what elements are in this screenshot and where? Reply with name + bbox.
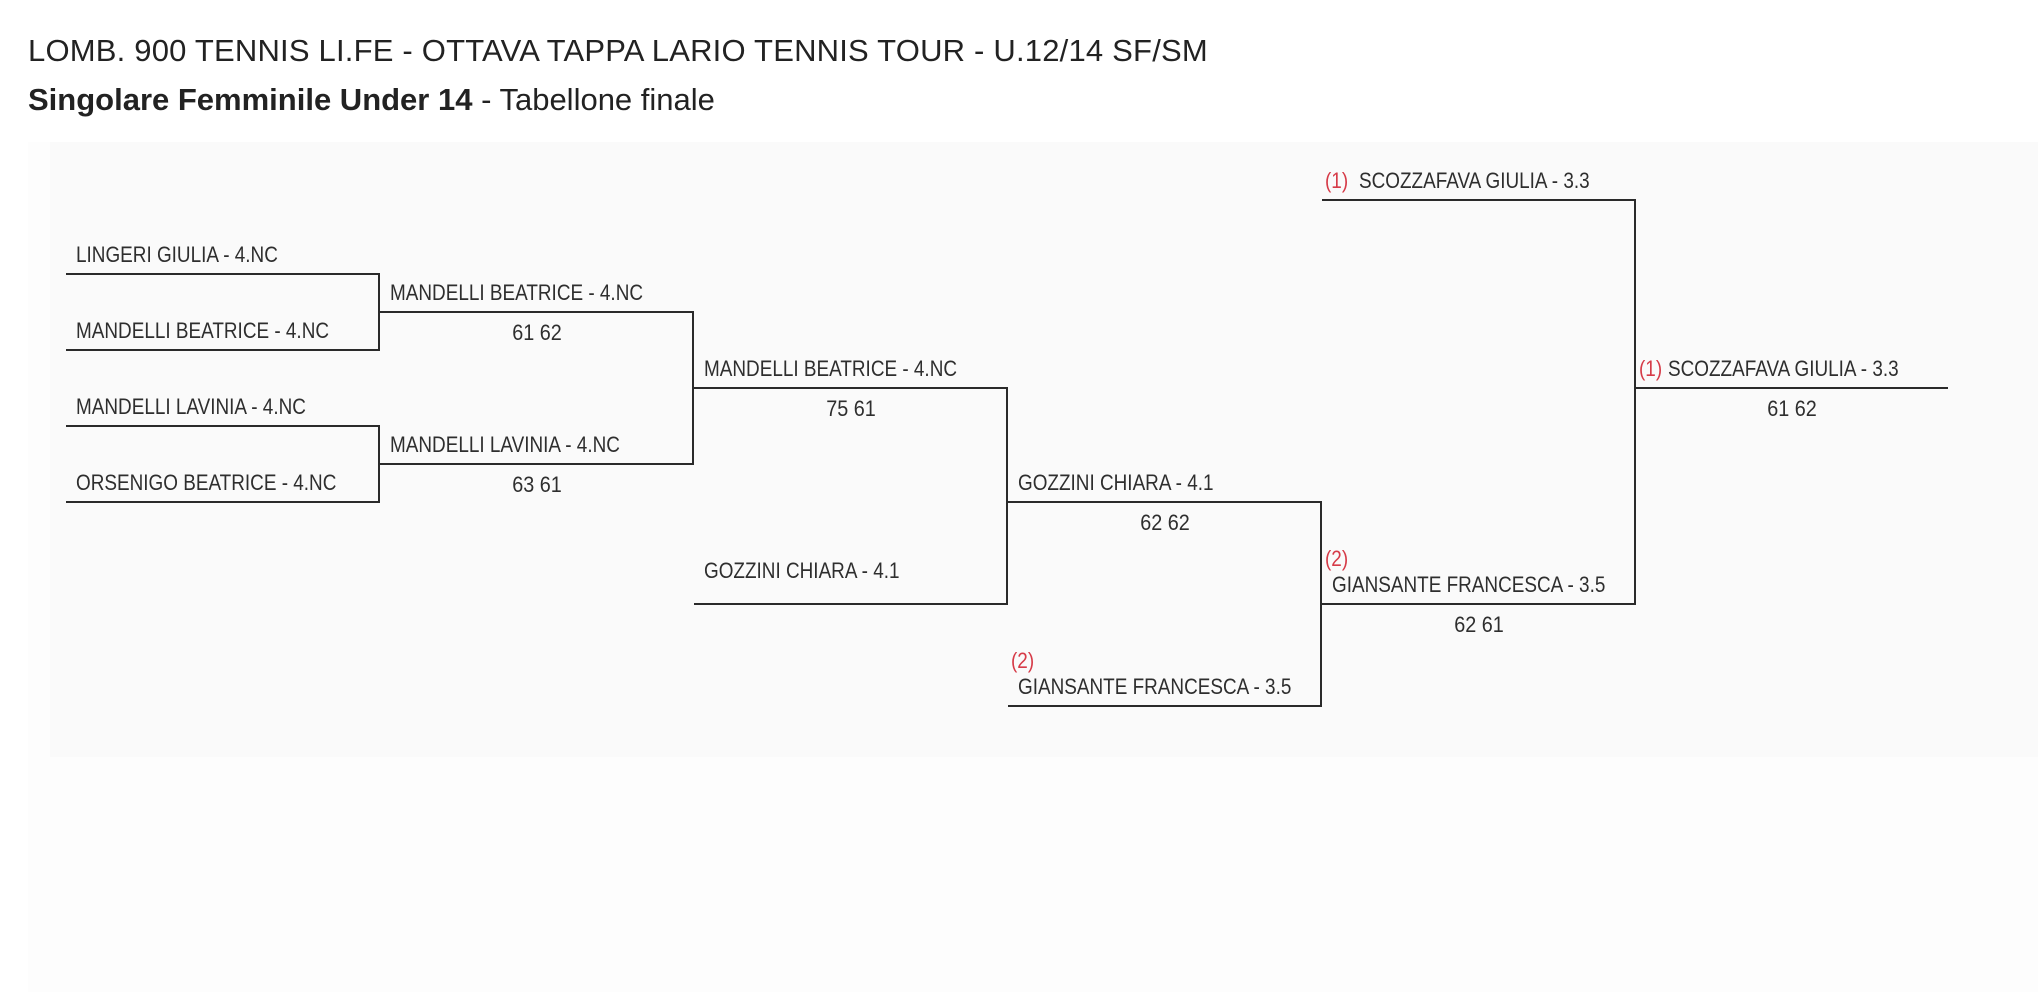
- sf-connector: [1634, 199, 1636, 605]
- final-line: [1636, 387, 1948, 389]
- r1-line-3: [66, 425, 380, 427]
- r2-winner-2-name: MANDELLI LAVINIA - 4.NC: [390, 432, 620, 457]
- subtitle-bold: Singolare Femminile Under 14: [28, 82, 473, 117]
- r3-connector: [1006, 387, 1008, 605]
- r2-line-2: [380, 463, 694, 465]
- page-title: LOMB. 900 TENNIS LI.FE - OTTAVA TAPPA LA…: [28, 33, 1208, 68]
- final-winner-name: SCOZZAFAVA GIULIA - 3.3: [1668, 356, 1899, 381]
- r4-winner-name: GOZZINI CHIARA - 4.1: [1018, 470, 1214, 495]
- sf-top-seed: (1): [1325, 168, 1349, 193]
- sf-bottom-score: 62 61: [1454, 612, 1504, 637]
- r1-line-2: [66, 349, 380, 351]
- r2-winner-1-score: 61 62: [512, 320, 562, 345]
- sf-bottom-seed: (2): [1325, 546, 1349, 571]
- r4-winner-score: 62 62: [1140, 510, 1190, 535]
- r4-bye-player: GIANSANTE FRANCESCA - 3.5: [1018, 674, 1292, 699]
- subtitle-rest: - Tabellone finale: [472, 82, 715, 117]
- r3-line-2: [694, 603, 1008, 605]
- r1-player-4: ORSENIGO BEATRICE - 4.NC: [76, 470, 337, 495]
- final-winner-score: 61 62: [1767, 396, 1817, 421]
- r4-line-2: [1008, 705, 1322, 707]
- r4-bye-seed: (2): [1011, 648, 1035, 673]
- r2-line-1: [380, 311, 694, 313]
- r2-winner-2-score: 63 61: [512, 472, 562, 497]
- r3-winner-name: MANDELLI BEATRICE - 4.NC: [704, 356, 958, 381]
- r1-connector-1: [378, 273, 380, 351]
- r1-connector-2: [378, 425, 380, 503]
- r2-winner-1-name: MANDELLI BEATRICE - 4.NC: [390, 280, 644, 305]
- r3-bye-player: GOZZINI CHIARA - 4.1: [704, 558, 900, 583]
- r1-line-1: [66, 273, 380, 275]
- sf-bottom-player: GIANSANTE FRANCESCA - 3.5: [1332, 572, 1606, 597]
- r1-line-4: [66, 501, 380, 503]
- r2-connector: [692, 311, 694, 465]
- r4-line-1: [1008, 501, 1322, 503]
- r3-line-1: [694, 387, 1008, 389]
- r1-player-3: MANDELLI LAVINIA - 4.NC: [76, 394, 306, 419]
- r1-player-1: LINGERI GIULIA - 4.NC: [76, 242, 278, 267]
- draw-background-inner: [50, 142, 2038, 757]
- sf-line-bottom: [1322, 603, 1636, 605]
- sf-top-player: SCOZZAFAVA GIULIA - 3.3: [1359, 168, 1590, 193]
- r3-winner-score: 75 61: [826, 396, 876, 421]
- sf-line-top: [1322, 199, 1636, 201]
- final-winner-seed: (1): [1639, 356, 1663, 381]
- r4-connector: [1320, 501, 1322, 707]
- page-subtitle: Singolare Femminile Under 14 - Tabellone…: [28, 82, 715, 118]
- r1-player-2: MANDELLI BEATRICE - 4.NC: [76, 318, 330, 343]
